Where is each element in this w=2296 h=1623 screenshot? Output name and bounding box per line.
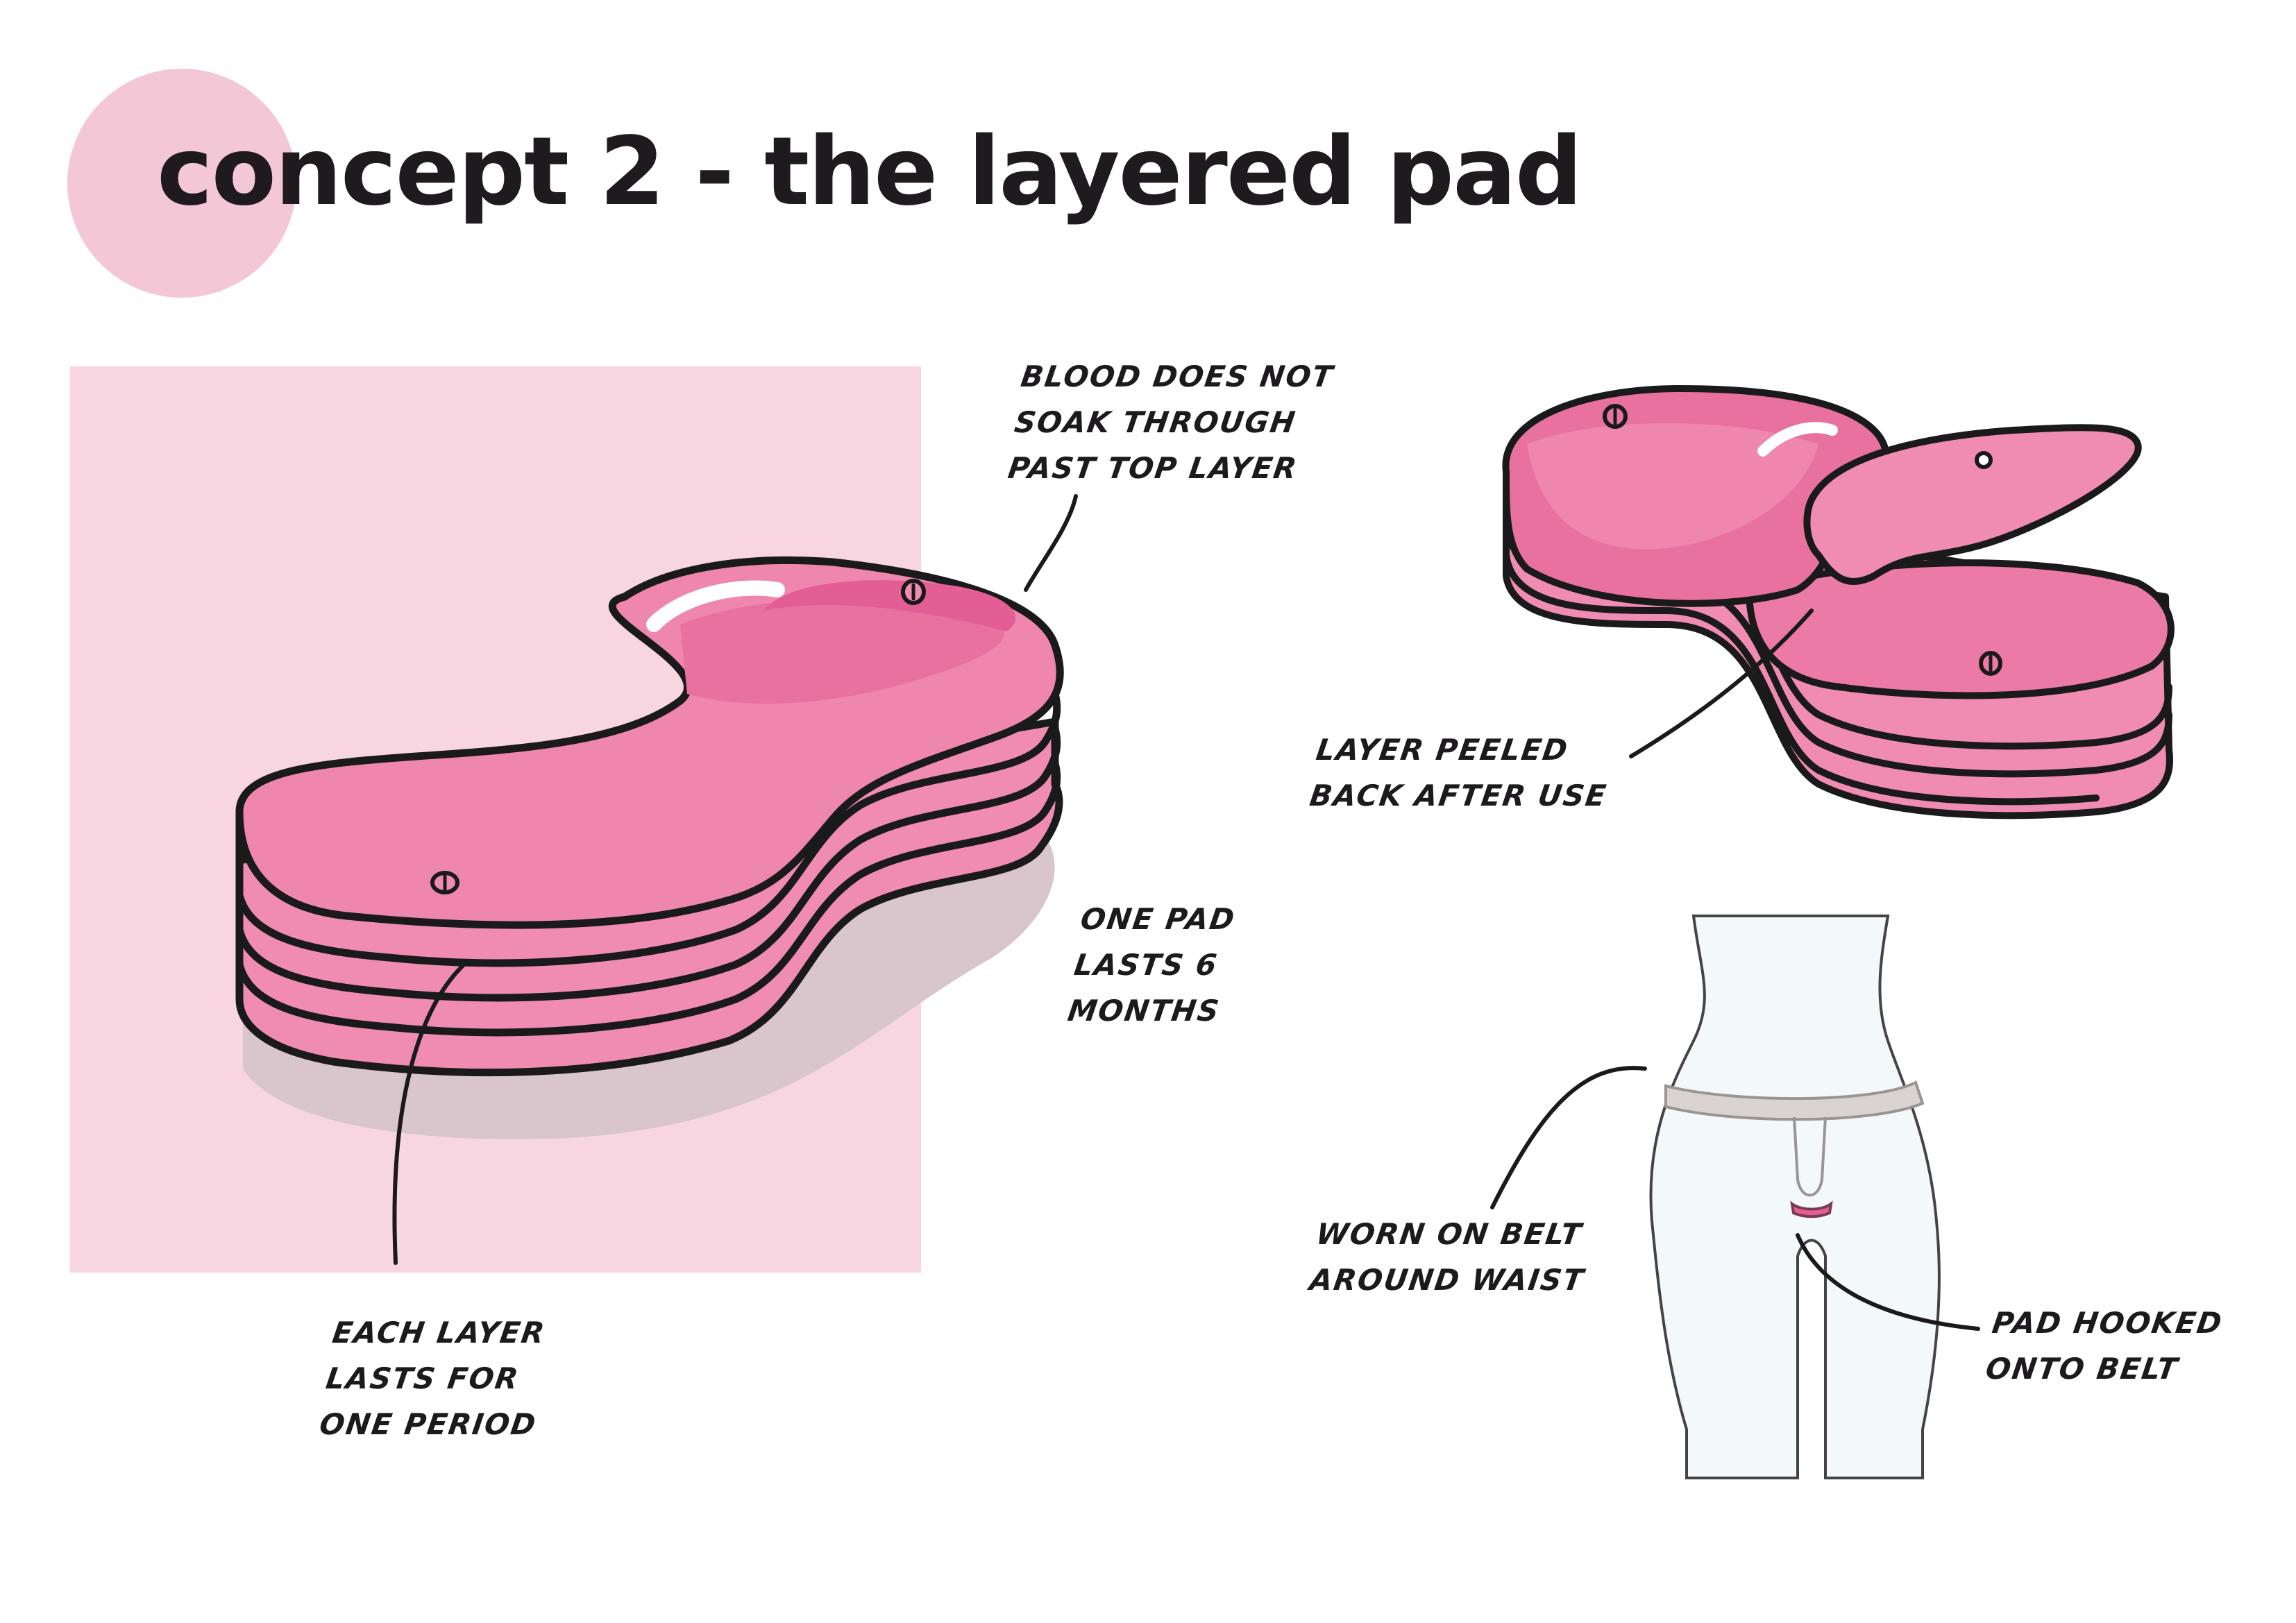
- annotation-hooked-line-2: ONTO BELT: [1983, 1346, 2220, 1392]
- annotation-peeled-line-2: BACK AFTER USE: [1307, 773, 1610, 819]
- annotation-blood-line-2: SOAK THROUGH: [1011, 400, 1330, 445]
- page-title: concept 2 - the layered pad: [157, 125, 1581, 219]
- annotation-each-layer-line-2: LASTS FOR: [323, 1356, 546, 1402]
- annotation-blood-line-1: BLOOD DOES NOT: [1018, 354, 1337, 400]
- annotation-belt: WORN ON BELT AROUND WAIST: [1307, 1212, 1594, 1303]
- annotation-each-layer-line-3: ONE PERIOD: [316, 1402, 539, 1447]
- torso-belt-illustration: [1651, 916, 1939, 1478]
- annotation-peeled: LAYER PEELED BACK AFTER USE: [1307, 727, 1617, 819]
- annotation-one-pad-line-3: MONTHS: [1065, 988, 1226, 1034]
- annotation-each-layer: EACH LAYER LASTS FOR ONE PERIOD: [316, 1310, 552, 1447]
- annotation-belt-line-1: WORN ON BELT: [1313, 1212, 1594, 1257]
- annotation-one-pad: ONE PAD LASTS 6 MONTHS: [1065, 897, 1238, 1034]
- annotation-one-pad-line-1: ONE PAD: [1078, 897, 1239, 942]
- annotation-blood: BLOOD DOES NOT SOAK THROUGH PAST TOP LAY…: [1005, 354, 1337, 491]
- annotation-each-layer-line-1: EACH LAYER: [330, 1310, 552, 1356]
- leader-belt: [1492, 1068, 1645, 1207]
- annotation-blood-line-3: PAST TOP LAYER: [1005, 445, 1324, 491]
- annotation-hooked-line-1: PAD HOOKED: [1989, 1300, 2226, 1346]
- annotation-peeled-line-1: LAYER PEELED: [1313, 727, 1617, 773]
- annotation-one-pad-line-2: LASTS 6: [1071, 942, 1232, 988]
- leader-blood: [1026, 496, 1076, 590]
- annotation-belt-line-2: AROUND WAIST: [1307, 1257, 1587, 1303]
- annotation-hooked: PAD HOOKED ONTO BELT: [1983, 1300, 2226, 1392]
